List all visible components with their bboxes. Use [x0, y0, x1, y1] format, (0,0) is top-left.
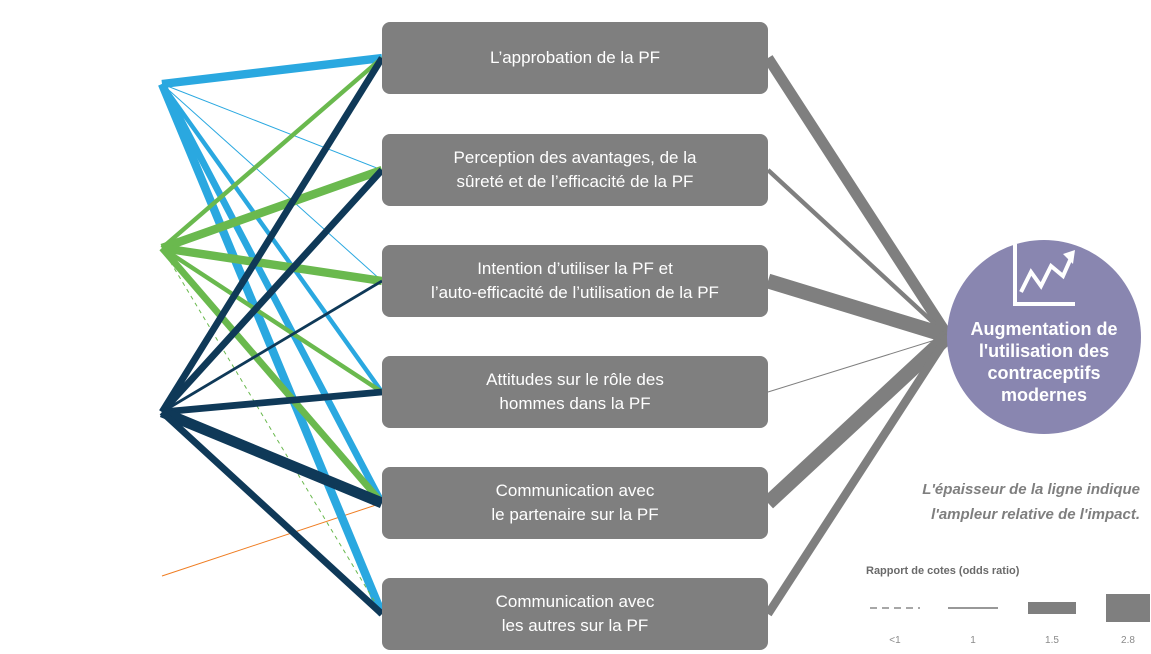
- source-paquets: Les paquets: [45, 387, 127, 437]
- source-media: Les médias de masse: [38, 45, 134, 123]
- link-cip-approbation: [160, 56, 384, 250]
- legend-swatches: [870, 594, 1150, 622]
- legend-title: Rapport de cotes (odds ratio): [866, 565, 1020, 577]
- link-comm_autres-outcome: [764, 333, 952, 617]
- link-intention-outcome: [765, 273, 951, 344]
- link-perception-outcome: [766, 168, 950, 338]
- outcome-label: Augmentation de l'utilisation des contra…: [970, 319, 1118, 405]
- trend-chart-icon: [1013, 244, 1075, 306]
- link-approbation-outcome: [763, 55, 953, 339]
- link-media-approbation: [161, 53, 383, 89]
- source-sms: Portable/ SMS: [41, 551, 131, 601]
- link-paquets-attitudes: [161, 388, 383, 416]
- link-comm_partenaire-outcome: [762, 330, 954, 509]
- legend-swatch-2-8: [1106, 594, 1150, 622]
- legend-label-1-5: 1.5: [1045, 635, 1059, 646]
- link-cip-intention: [161, 243, 383, 286]
- link-cip-attitudes: [160, 246, 384, 394]
- mediator-perception: Perception des avantages, de la sûreté e…: [382, 134, 768, 206]
- link-paquets-approbation: [159, 56, 385, 414]
- mediator-attitudes: Attitudes sur le rôle des hommes dans la…: [382, 356, 768, 428]
- legend-swatch-1-5: [1028, 602, 1076, 614]
- mediator-approbation: L’approbation de la PF: [382, 22, 768, 94]
- legend-label-2-8: 2.8: [1121, 635, 1135, 646]
- link-cip-comm_partenaire: [159, 245, 385, 506]
- link-cip-comm_autres: [161, 247, 383, 615]
- legend-label-lt1: <1: [889, 635, 901, 646]
- link-media-perception: [161, 83, 383, 171]
- link-paquets-perception: [159, 167, 385, 415]
- thickness-note: L'épaisseur de la ligne indique l'ampleu…: [922, 481, 1140, 523]
- outcome-circle: Augmentation de l'utilisation des contra…: [947, 240, 1141, 434]
- mediator-comm-partenaire: Communication avec le partenaire sur la …: [382, 467, 768, 539]
- link-media-comm_autres: [158, 82, 386, 616]
- link-media-intention: [161, 83, 383, 282]
- link-paquets-comm_partenaire: [159, 407, 385, 508]
- link-attitudes-outcome: [767, 335, 949, 393]
- link-paquets-comm_autres: [159, 409, 385, 617]
- link-paquets-intention: [161, 279, 383, 414]
- link-cip-perception: [160, 166, 384, 252]
- source-cip: CIP: [68, 236, 104, 260]
- mediator-comm-autres: Communication avec les autres sur la PF: [382, 578, 768, 650]
- mediator-intention: Intention d’utiliser la PF et l’auto-eff…: [382, 245, 768, 317]
- legend-label-1: 1: [970, 635, 976, 646]
